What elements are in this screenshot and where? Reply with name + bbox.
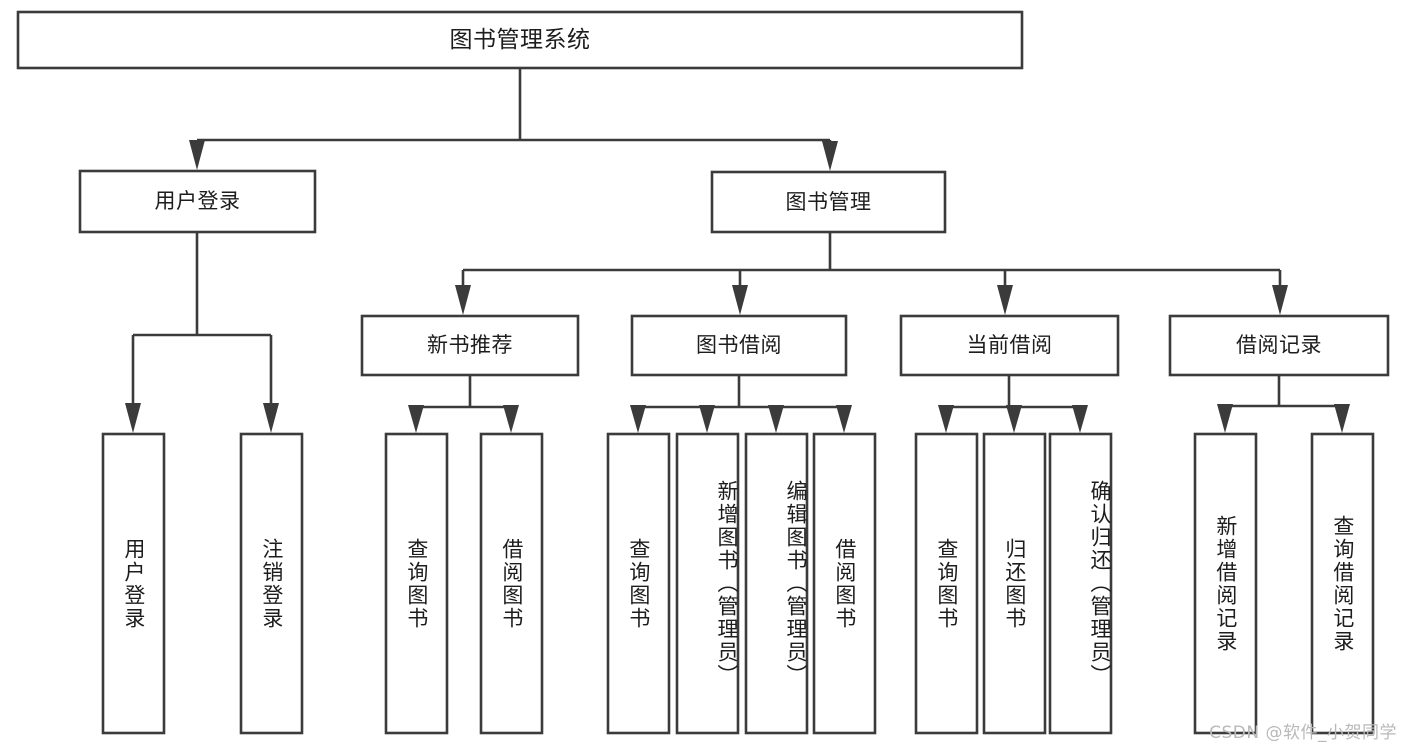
node-box-borrow-record[interactable] (1168, 314, 1390, 377)
node-box-leaf-borrow-book-1[interactable] (479, 432, 544, 735)
csdn-watermark: CSDN @软件_小贺同学 (1209, 723, 1397, 743)
node-box-leaf-add-record[interactable] (1193, 432, 1258, 735)
arrow-to-current-borrow (997, 285, 1013, 315)
node-box-leaf-query-book-3[interactable] (914, 432, 979, 735)
arrow-to-leaf-add-book (699, 405, 715, 433)
node-box-leaf-query-record[interactable] (1310, 432, 1375, 735)
arrow-to-book-borrow (732, 285, 748, 315)
node-box-leaf-query-book-2[interactable] (606, 432, 671, 735)
arrow-to-leaf-query-book-1 (408, 405, 424, 433)
node-box-book-borrow[interactable] (630, 314, 848, 377)
arrow-to-book-manage (822, 141, 838, 171)
node-box-leaf-query-book-1[interactable] (384, 432, 449, 735)
edge-group-book-borrow-to-leaves (630, 375, 852, 433)
node-box-current-borrow[interactable] (899, 314, 1120, 377)
edge-group-borrow-record-to-leaves (1217, 375, 1350, 433)
edge-group-current-borrow-to-leaves (938, 375, 1088, 433)
arrow-to-leaf-edit-book (768, 405, 784, 433)
node-box-leaf-return-book[interactable] (982, 432, 1047, 735)
arrow-to-leaf-borrow-book-2 (836, 405, 852, 433)
arrow-to-new-book-rec (455, 285, 471, 315)
arrow-to-leaf-borrow-book-1 (503, 405, 519, 433)
node-box-leaf-borrow-book-2[interactable] (812, 432, 877, 735)
node-box-leaf-confirm-return[interactable] (1048, 432, 1113, 735)
arrow-to-user-login (189, 140, 205, 170)
arrow-to-leaf-add-record (1217, 404, 1233, 433)
arrow-to-leaf-query-book-3 (938, 405, 954, 433)
node-box-user-login[interactable] (78, 169, 317, 234)
edge-group-root-to-level2 (189, 68, 838, 171)
node-box-leaf-add-book[interactable] (675, 432, 740, 735)
node-box-root[interactable] (16, 10, 1024, 70)
arrow-to-leaf-user-login (125, 403, 141, 433)
node-box-leaf-user-login[interactable] (101, 432, 166, 735)
arrow-to-leaf-confirm-return (1072, 405, 1088, 433)
arrow-to-leaf-return-book (1006, 405, 1022, 433)
edge-group-book-manage-to-level3 (455, 232, 1288, 315)
arrow-to-leaf-logout (263, 403, 279, 433)
arrow-to-borrow-record (1272, 285, 1288, 315)
node-box-leaf-logout[interactable] (239, 432, 304, 735)
edge-group-new-book-rec-to-leaves (408, 375, 519, 433)
edge-group-user-login-to-leaves (125, 232, 279, 433)
arrow-to-leaf-query-record (1334, 404, 1350, 433)
node-box-leaf-edit-book[interactable] (744, 432, 809, 735)
node-box-new-book-rec[interactable] (360, 314, 580, 377)
node-box-book-manage[interactable] (710, 170, 947, 234)
arrow-to-leaf-query-book-2 (630, 405, 646, 433)
